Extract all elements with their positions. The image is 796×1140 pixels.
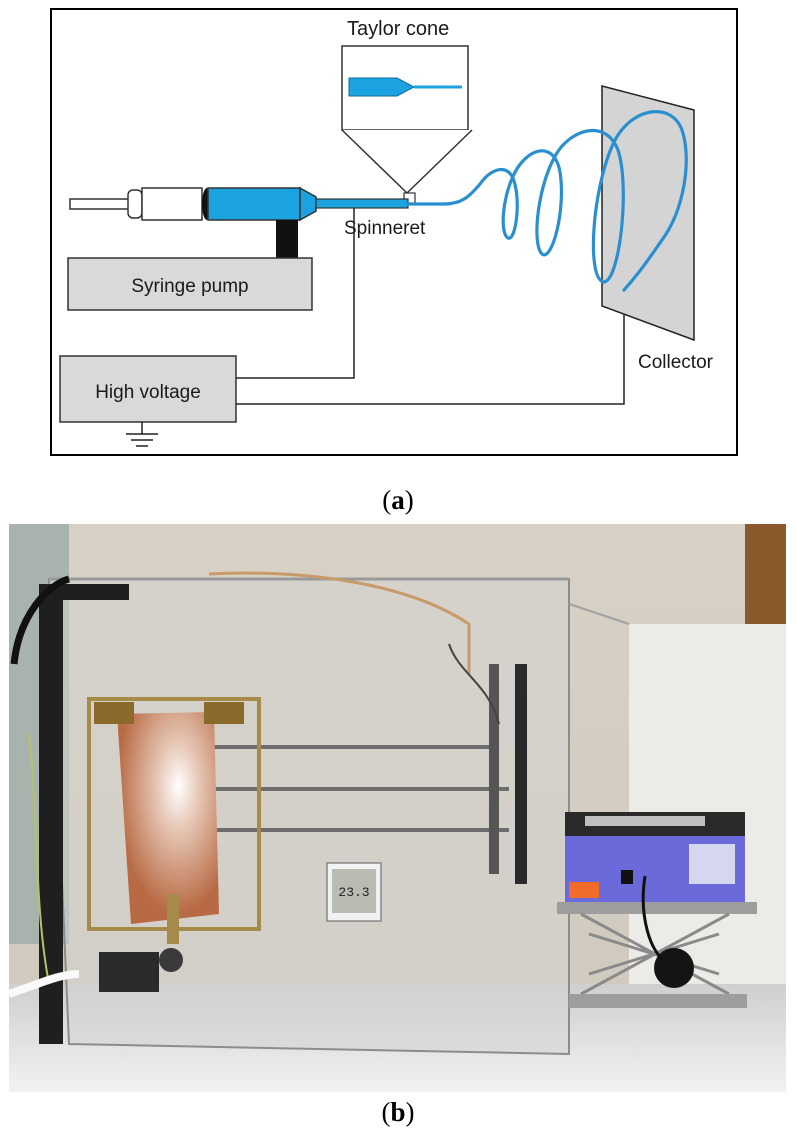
taylor-cone-drop bbox=[348, 77, 416, 97]
black-cable bbox=[10, 575, 71, 665]
collector-label: Collector bbox=[638, 352, 714, 373]
collector-motor bbox=[99, 952, 159, 992]
thermometer-reading: 23.3 bbox=[338, 885, 369, 900]
electrospinning-schematic: Taylor cone Spinneret Syringe pump High … bbox=[59, 18, 714, 447]
photo-illustration: 23.3 bbox=[9, 524, 786, 1092]
taylor-cone-label: Taylor cone bbox=[347, 18, 449, 40]
wire-to-spinneret bbox=[236, 208, 355, 379]
hv-cable bbox=[448, 643, 500, 725]
plunger-cap bbox=[127, 189, 143, 219]
electrospinning-setup-photo: 23.3 bbox=[9, 524, 786, 1092]
caption-a-open: ( bbox=[382, 485, 392, 515]
caption-b: (b) bbox=[0, 1097, 796, 1128]
lab-jack-scissors bbox=[580, 912, 730, 996]
clamp-left bbox=[94, 702, 134, 724]
wire-to-collector bbox=[236, 298, 625, 405]
syringe-pump-box bbox=[67, 257, 313, 311]
barrel-taper bbox=[299, 186, 317, 222]
caption-a-letter: a bbox=[391, 485, 405, 515]
high-voltage-label: High voltage bbox=[95, 382, 201, 403]
vertical-clamp bbox=[489, 664, 499, 874]
lab-jack-knob bbox=[654, 948, 694, 988]
copper-collector-plate bbox=[117, 712, 219, 924]
pump-info-label bbox=[689, 844, 735, 884]
white-cable bbox=[9, 970, 80, 998]
collector-knob bbox=[159, 948, 183, 972]
syringe-pump-label: Syringe pump bbox=[131, 276, 248, 297]
lab-jack-base bbox=[569, 994, 747, 1008]
collector-post bbox=[167, 894, 179, 944]
thermometer-screen bbox=[332, 869, 376, 913]
pump-warning-label bbox=[569, 882, 599, 898]
pump-power-cable bbox=[641, 875, 670, 966]
enclosure-side-edge bbox=[568, 603, 630, 625]
schematic-panel: Taylor cone Spinneret Syringe pump High … bbox=[50, 8, 738, 456]
pump-syringe bbox=[585, 816, 705, 826]
right-wooden-frame bbox=[745, 524, 786, 634]
collector-frame-left bbox=[39, 584, 63, 1044]
collector-frame-top bbox=[39, 584, 129, 600]
pump-stand bbox=[276, 220, 298, 260]
collector-plate bbox=[601, 85, 695, 342]
caption-a-close: ) bbox=[404, 485, 414, 515]
taylor-cone-funnel bbox=[341, 129, 473, 195]
feed-tube bbox=[208, 571, 471, 674]
barrel-empty bbox=[141, 187, 203, 221]
fiber-jet bbox=[406, 110, 688, 292]
clamp-right bbox=[204, 702, 244, 724]
needle bbox=[315, 198, 409, 209]
syringe-pump-device bbox=[557, 812, 757, 1008]
caption-b-open: ( bbox=[381, 1097, 391, 1127]
pump-switch bbox=[621, 870, 633, 884]
caption-b-letter: b bbox=[390, 1097, 406, 1127]
ground-icon bbox=[126, 422, 158, 447]
high-voltage-box bbox=[59, 355, 237, 423]
caption-b-close: ) bbox=[405, 1097, 415, 1127]
ground-wire bbox=[28, 733, 50, 985]
lab-jack-top bbox=[557, 902, 757, 914]
caption-a: (a) bbox=[0, 485, 796, 516]
solution-reservoir bbox=[207, 187, 301, 221]
spinneret-label: Spinneret bbox=[344, 218, 426, 239]
syringe bbox=[69, 186, 409, 260]
taylor-cone-inset: Taylor cone bbox=[341, 18, 473, 204]
needle-holder bbox=[515, 664, 527, 884]
